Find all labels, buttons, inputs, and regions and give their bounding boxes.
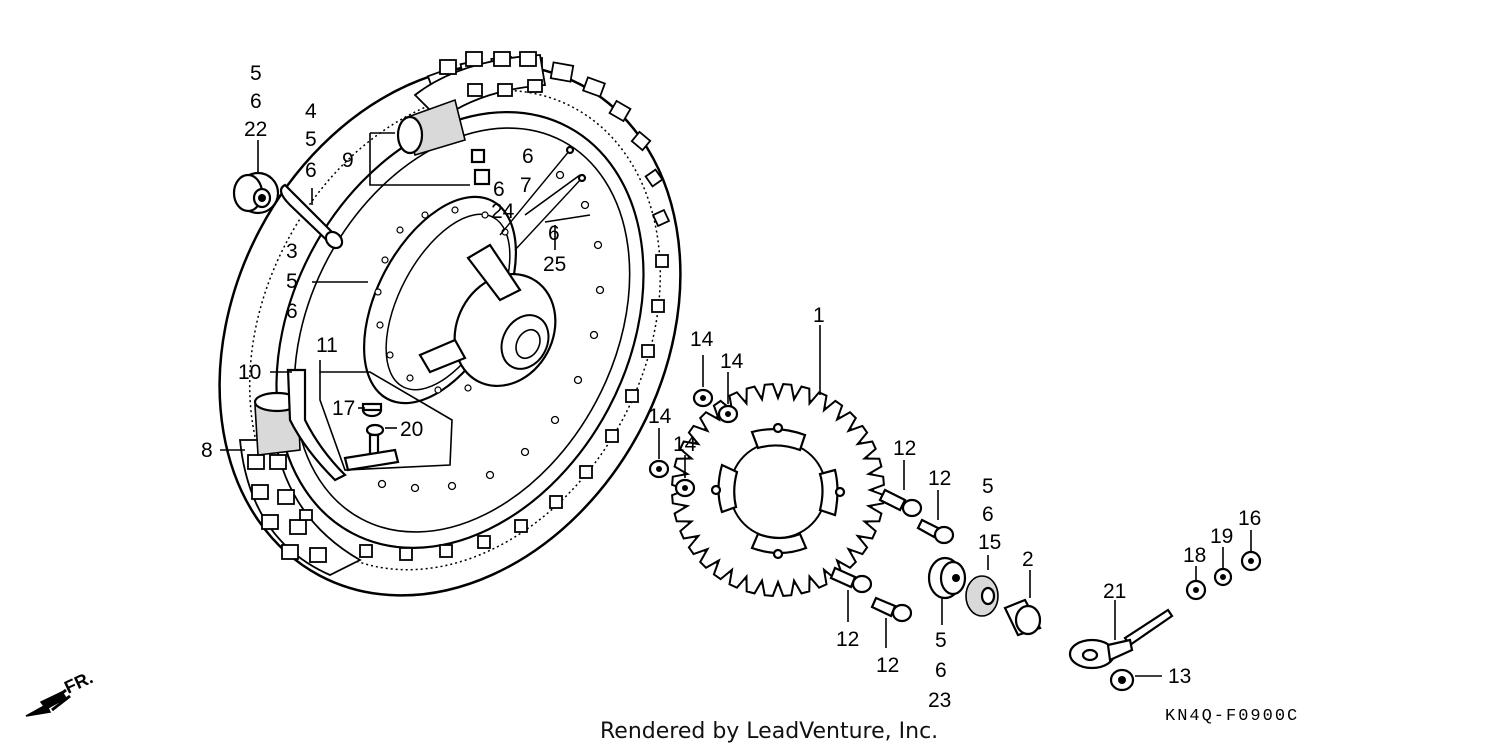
nut-16[interactable] [1240, 550, 1262, 572]
callout-6: 6 [305, 159, 317, 182]
rear-axle-21[interactable] [1068, 608, 1174, 670]
callout-11: 11 [316, 334, 338, 357]
callout-17: 17 [332, 397, 355, 420]
hub-axle-bore [515, 328, 541, 360]
callout-23: 23 [928, 689, 951, 712]
sprocket-collar-2[interactable] [1003, 598, 1042, 637]
washer-18[interactable] [1185, 579, 1207, 601]
sprocket-nut-14-c[interactable] [648, 459, 670, 479]
callout-20: 20 [400, 418, 423, 441]
sprocket-bolt-12-b[interactable] [916, 518, 955, 545]
rim-spoke-holes [377, 170, 605, 493]
callout-16: 16 [1238, 507, 1261, 530]
callout-6: 6 [982, 503, 994, 526]
callout-7: 7 [520, 174, 532, 197]
callout-24: 24 [491, 200, 515, 223]
callout-1: 1 [813, 304, 825, 327]
front-direction-label: FR. [61, 667, 96, 697]
rim-lock[interactable] [343, 433, 400, 472]
callout-6: 6 [522, 145, 534, 168]
callout-22: 22 [244, 118, 267, 141]
sprocket-nut-14-d[interactable] [674, 478, 696, 498]
tire-lower-tread [239, 439, 362, 576]
oil-seal-15[interactable] [965, 575, 999, 617]
sprocket-bolt-12-a[interactable] [878, 488, 923, 518]
callout-14: 14 [720, 350, 744, 373]
washer-20[interactable] [365, 423, 385, 437]
callout-5: 5 [982, 475, 994, 498]
hub-fin-lower [418, 338, 467, 374]
callout-9: 9 [342, 149, 354, 172]
callout-6: 6 [548, 222, 560, 245]
sprocket-bolt-12-d[interactable] [870, 596, 913, 623]
callout-14: 14 [673, 433, 697, 456]
front-direction-indicator: FR. [25, 667, 96, 717]
callout-19: 19 [1210, 525, 1233, 548]
sprocket-nut-14-b[interactable] [717, 404, 739, 424]
wheel-bearing-23[interactable] [927, 556, 967, 600]
callout-13: 13 [1168, 665, 1191, 688]
rim-inner [293, 127, 631, 533]
nut-19[interactable] [1213, 567, 1233, 587]
callout-6: 6 [286, 300, 298, 323]
callout-14: 14 [648, 405, 672, 428]
callout-8: 8 [201, 439, 213, 462]
rear-hub[interactable] [333, 172, 575, 428]
wheel-bearing-22[interactable] [232, 171, 280, 215]
callout-25: 25 [543, 253, 566, 276]
hub-spoke-holes [374, 206, 509, 394]
axle-nut-13[interactable] [1109, 668, 1135, 692]
hub-fin [466, 243, 522, 302]
render-credit: Rendered by LeadVenture, Inc. [600, 719, 938, 744]
valve-stem [470, 148, 491, 186]
callout-2: 2 [1022, 548, 1034, 571]
callout-5: 5 [286, 270, 298, 293]
axle-sleeve-top[interactable] [396, 98, 466, 157]
callout-10: 10 [238, 361, 261, 384]
diagram-code: KN4Q-F0900C [1165, 707, 1299, 726]
spoke-set [499, 145, 587, 251]
callout-12: 12 [928, 467, 951, 490]
callout-5: 5 [305, 128, 317, 151]
driven-sprocket[interactable] [671, 383, 885, 597]
callout-3: 3 [286, 240, 298, 263]
callout-6: 6 [935, 659, 947, 682]
callout-12: 12 [836, 628, 859, 651]
callout-6: 6 [250, 90, 262, 113]
callout-18: 18 [1183, 544, 1206, 567]
distance-collar[interactable] [279, 183, 345, 251]
callout-4: 4 [305, 100, 317, 123]
sprocket-bolt-12-c[interactable] [829, 566, 873, 594]
sprocket-nut-14-a[interactable] [692, 388, 714, 408]
nut-17[interactable] [361, 402, 383, 418]
callout-5: 5 [250, 62, 262, 85]
callout-labels: 5 6 22 4 5 6 9 6 6 7 24 6 25 3 5 6 11 10… [201, 62, 1261, 712]
rim-band[interactable] [286, 368, 347, 482]
callout-21: 21 [1103, 580, 1126, 603]
callout-6: 6 [493, 178, 505, 201]
callout-5: 5 [935, 629, 947, 652]
callout-15: 15 [978, 531, 1001, 554]
callout-12: 12 [876, 654, 899, 677]
callout-12: 12 [893, 437, 916, 460]
callout-14: 14 [690, 328, 714, 351]
